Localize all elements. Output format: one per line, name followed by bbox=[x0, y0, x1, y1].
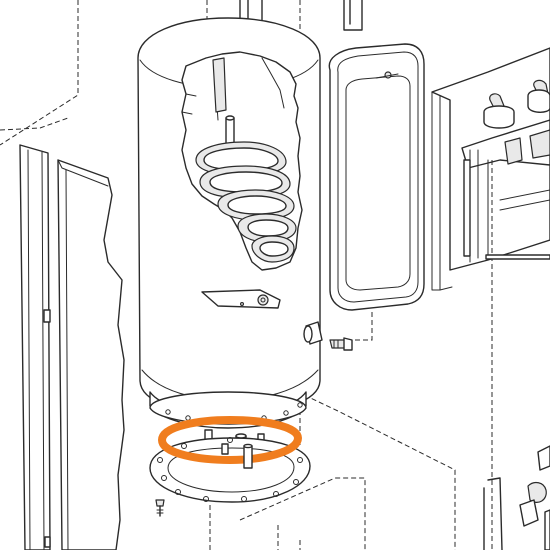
flange-posts-front bbox=[221, 443, 253, 469]
temperature-sensor bbox=[329, 337, 353, 351]
expansion-vessel bbox=[328, 43, 425, 311]
hot-water-cylinder bbox=[137, 17, 353, 429]
right-housing-frame bbox=[431, 47, 550, 550]
sealing-gasket bbox=[158, 416, 302, 464]
leader-lines bbox=[0, 0, 456, 550]
side-panel bbox=[19, 144, 125, 550]
mounting-bracket bbox=[201, 289, 281, 309]
internal-heating-coil bbox=[195, 141, 297, 263]
